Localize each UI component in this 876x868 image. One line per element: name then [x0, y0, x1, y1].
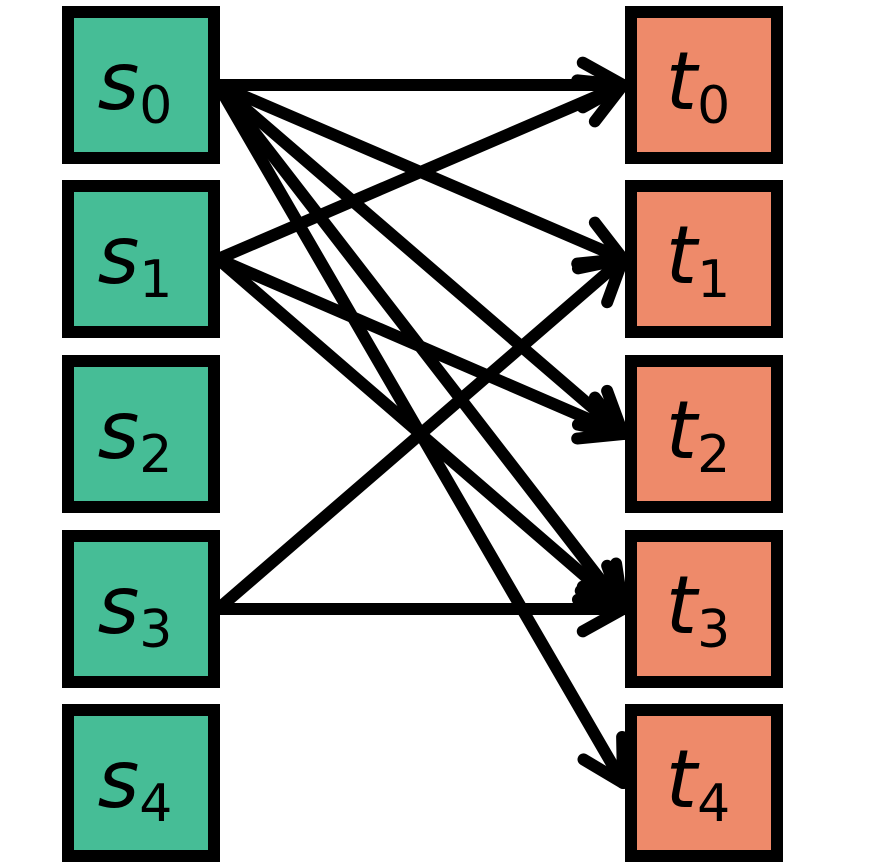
label-subscript: 4 — [139, 774, 172, 834]
label-letter: t — [666, 559, 700, 652]
arrowhead — [576, 580, 629, 638]
label-letter: s — [98, 384, 140, 477]
source-box — [62, 6, 220, 164]
edge-s0-t0 — [212, 56, 629, 114]
label-letter: t — [666, 733, 700, 826]
label-subscript: 3 — [697, 600, 730, 660]
edges-layer — [212, 56, 629, 789]
edge-s3-t3 — [212, 580, 629, 638]
target-box — [625, 180, 783, 338]
source-box — [62, 530, 220, 688]
source-label: s4 — [98, 733, 173, 834]
source-label: s2 — [98, 384, 173, 485]
target-label: t4 — [666, 733, 730, 834]
target-box — [625, 704, 783, 862]
source-label: s0 — [98, 35, 173, 136]
target-box — [625, 355, 783, 513]
label-subscript: 1 — [139, 250, 172, 310]
source-box — [62, 355, 220, 513]
label-letter: s — [98, 209, 140, 302]
label-letter: t — [666, 35, 700, 128]
source-box — [62, 704, 220, 862]
label-subscript: 0 — [697, 76, 730, 136]
label-subscript: 0 — [139, 76, 172, 136]
source-node-s1: s1 — [62, 180, 220, 338]
label-subscript: 2 — [139, 425, 172, 485]
edge-s1-t0 — [212, 74, 629, 265]
source-node-s2: s2 — [62, 355, 220, 513]
arrowhead — [577, 731, 629, 789]
target-box — [625, 6, 783, 164]
target-box — [625, 530, 783, 688]
target-node-t2: t2 — [625, 355, 783, 513]
label-subscript: 3 — [139, 600, 172, 660]
source-label: s3 — [98, 559, 173, 660]
target-label: t3 — [666, 559, 730, 660]
target-label: t0 — [666, 35, 730, 136]
label-letter: t — [666, 209, 700, 302]
target-node-t4: t4 — [625, 704, 783, 862]
arrowhead — [571, 253, 629, 309]
target-node-t1: t1 — [625, 180, 783, 338]
label-letter: s — [98, 733, 140, 826]
label-letter: s — [98, 559, 140, 652]
source-box — [62, 180, 220, 338]
source-node-s4: s4 — [62, 704, 220, 862]
target-node-t3: t3 — [625, 530, 783, 688]
target-label: t1 — [666, 209, 730, 310]
edge-s1-t2 — [212, 253, 629, 445]
source-label: s1 — [98, 209, 173, 310]
source-node-s3: s3 — [62, 530, 220, 688]
label-letter: s — [98, 35, 140, 128]
arrowhead — [571, 74, 629, 128]
source-node-s0: s0 — [62, 6, 220, 164]
arrowhead — [571, 391, 629, 445]
edge-s3-t1 — [212, 253, 629, 615]
edge-s0-t2 — [212, 79, 629, 440]
label-letter: t — [666, 384, 700, 477]
label-subscript: 1 — [697, 250, 730, 310]
target-node-t0: t0 — [625, 6, 783, 164]
label-subscript: 4 — [697, 774, 730, 834]
target-label: t2 — [666, 384, 730, 485]
label-subscript: 2 — [697, 425, 730, 485]
